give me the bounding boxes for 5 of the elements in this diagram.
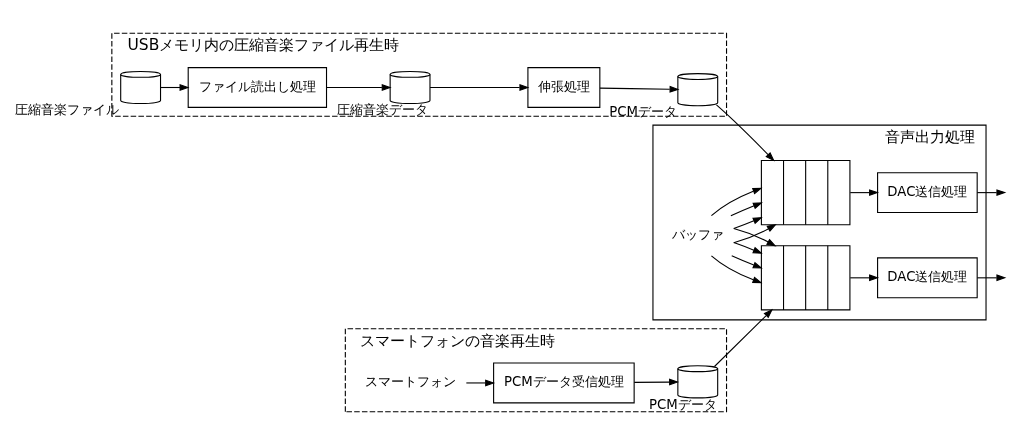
node-label: 圧縮音楽データ	[337, 101, 429, 117]
node-label: PCMデータ	[648, 396, 717, 412]
node-text: スマートフォン	[364, 373, 456, 389]
node-text: バッファ	[671, 226, 724, 242]
node-label: PCMデータ	[609, 103, 677, 119]
